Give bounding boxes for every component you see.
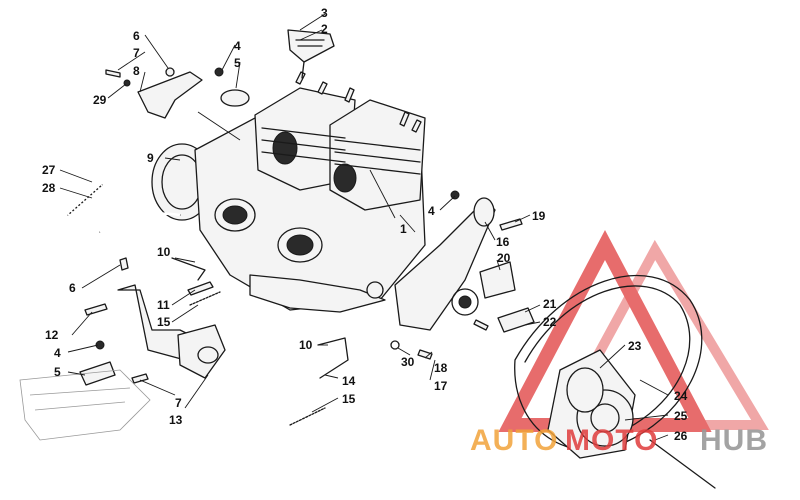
spring-15-upper [189,291,221,306]
plate-21 [497,307,535,333]
callout-29: 29 [93,93,107,107]
callout-5-lower: 5 [54,365,61,379]
watermark-text: AUTO MOTO HUB [470,424,768,457]
washer-30 [390,340,400,350]
callout-19: 19 [532,209,546,223]
callout-labels: 3 2 4 5 6 7 8 29 9 27 28 1 4 19 16 20 21… [42,6,688,443]
callout-22: 22 [543,315,557,329]
watermark-hub: HUB [700,424,768,457]
callout-5-upper: 5 [234,56,241,70]
callout-16: 16 [496,235,510,249]
callout-8: 8 [133,64,140,78]
callout-21: 21 [543,297,557,311]
callout-1: 1 [400,222,407,236]
callout-15-upper: 15 [157,315,171,329]
clamp-10-lower [317,337,349,379]
callout-9: 9 [147,151,154,165]
torque-arm-plate [394,199,496,331]
callout-10-lower: 10 [299,338,313,352]
callout-14: 14 [342,374,356,388]
callout-24: 24 [674,389,688,403]
recoil-handle [287,29,335,79]
callout-4-upper: 4 [234,39,241,53]
nut-4-upper [214,67,224,77]
callout-6-lower: 6 [69,281,76,295]
bolt-18 [417,349,433,360]
bolt-7 [105,69,121,78]
callout-30: 30 [401,355,415,369]
callout-18: 18 [434,361,448,375]
callout-23: 23 [628,339,642,353]
chassis-outline [19,369,151,441]
clamp-10-upper [171,257,206,281]
callout-4-right: 4 [428,204,435,218]
callout-28: 28 [42,181,56,195]
bolt-7-lower [131,373,149,384]
callout-17: 17 [434,379,448,393]
callout-6-upper: 6 [133,29,140,43]
drive-clutch-assembly [514,274,716,489]
bolt-6 [165,67,175,77]
rubber-mount-upper [220,89,250,107]
spring-11 [187,281,214,296]
mount-16 [473,197,495,227]
callout-20: 20 [497,251,511,265]
callout-11: 11 [157,298,170,312]
callout-27: 27 [42,163,56,177]
callout-2: 2 [321,22,328,36]
callout-26: 26 [674,429,688,443]
callout-10-upper: 10 [157,245,171,259]
bolt-12 [84,303,108,316]
watermark-moto: MOTO [565,424,658,457]
callout-7-upper: 7 [133,46,140,60]
callout-4-lower: 4 [54,346,61,360]
exhaust-spring [66,182,104,218]
nut-4-right [450,190,460,200]
watermark-auto: AUTO [470,424,558,457]
leader-lines [59,13,669,441]
bracket-20 [479,261,516,299]
spring-15-lower [289,407,326,426]
nut-4-lower [95,340,105,350]
callout-3: 3 [321,6,328,20]
engine-mount-bracket [137,71,203,119]
callout-13: 13 [169,413,183,427]
callout-25: 25 [674,409,688,423]
callout-15-lower: 15 [342,392,356,406]
callout-7-lower: 7 [175,396,182,410]
callout-12: 12 [45,328,59,342]
bolt-6-lower [119,257,129,271]
rubber-mount-lower [79,361,116,386]
bolt-17 [473,319,489,331]
